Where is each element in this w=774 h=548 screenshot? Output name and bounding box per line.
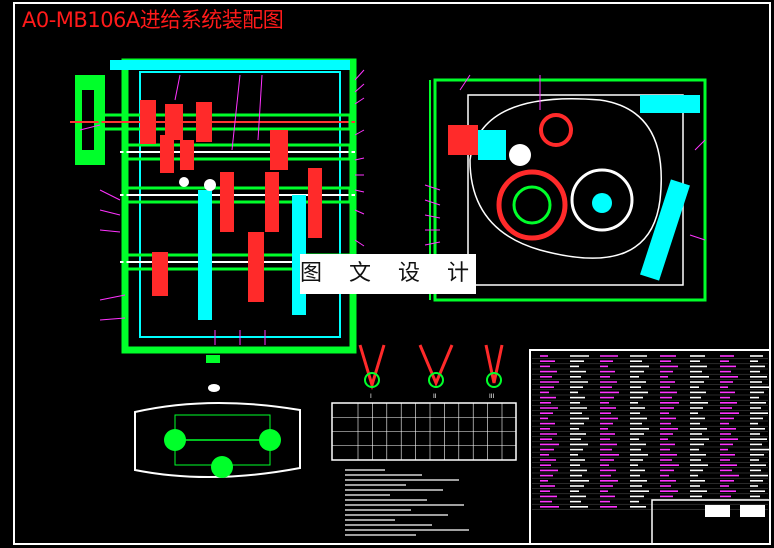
gear-c xyxy=(196,102,212,142)
section-views: I II III xyxy=(358,344,504,400)
drawing-title: A0-MB106A进给系统装配图 xyxy=(22,8,284,32)
title-block-cell xyxy=(705,505,730,517)
top-right-bracket xyxy=(640,95,700,113)
section-II-hub xyxy=(428,372,444,388)
gear-e xyxy=(180,140,194,170)
top-cover xyxy=(110,60,350,70)
title-block-cell-2 xyxy=(740,505,765,517)
front-view-callouts xyxy=(79,69,365,345)
section-label-III: III xyxy=(489,393,495,400)
plug-2 xyxy=(204,179,216,191)
gear-k xyxy=(248,232,264,302)
lever-arm xyxy=(640,179,690,281)
parts-list-frame xyxy=(529,349,771,545)
section-label-II: II xyxy=(433,393,437,400)
side-view xyxy=(424,74,707,302)
watermark-label: 图 文 设 计 xyxy=(300,254,476,294)
large-gear-hub xyxy=(512,185,552,225)
side-view-callouts xyxy=(424,74,706,246)
small-pulley xyxy=(509,144,531,166)
small-gear xyxy=(539,113,573,147)
position-table xyxy=(331,402,517,461)
left-end-block-slot xyxy=(82,90,94,150)
cam-housing xyxy=(469,98,662,259)
side-housing xyxy=(433,78,707,302)
technical-notes xyxy=(345,469,469,536)
gear-g xyxy=(220,172,234,232)
section-III-hub xyxy=(486,372,502,388)
large-gear xyxy=(496,169,568,241)
cyan-column-1 xyxy=(198,190,212,320)
gear-f xyxy=(270,130,288,170)
gear-i xyxy=(308,168,322,238)
shaft-1-bearing xyxy=(98,113,352,131)
title-block xyxy=(651,499,771,545)
section-I-arm xyxy=(358,344,386,391)
flange-outline xyxy=(134,401,301,479)
idler-hub xyxy=(592,193,612,213)
gear-j xyxy=(152,252,168,296)
gear-h xyxy=(265,172,279,232)
section-II-arm xyxy=(418,344,454,387)
front-view xyxy=(70,58,365,392)
flange-hole-2 xyxy=(259,429,281,451)
section-I-hub xyxy=(364,372,380,388)
gear-a xyxy=(140,100,156,144)
detail-part xyxy=(208,384,220,392)
idler-gear xyxy=(570,168,634,232)
flange-view xyxy=(134,401,301,479)
shaft-3-bearing xyxy=(123,186,352,204)
gear-d xyxy=(160,135,174,173)
section-label-I: I xyxy=(370,393,372,400)
shaft-2-bearing xyxy=(123,143,352,161)
detail-part-2 xyxy=(206,355,220,363)
section-III-arm xyxy=(484,344,504,384)
motor-cover xyxy=(478,130,506,160)
plug-1 xyxy=(179,177,189,187)
motor-block xyxy=(448,125,478,155)
flange-hole-3 xyxy=(211,456,233,478)
flange-hole-1 xyxy=(164,429,186,451)
gear-b xyxy=(165,104,183,140)
parts-list xyxy=(529,349,771,545)
